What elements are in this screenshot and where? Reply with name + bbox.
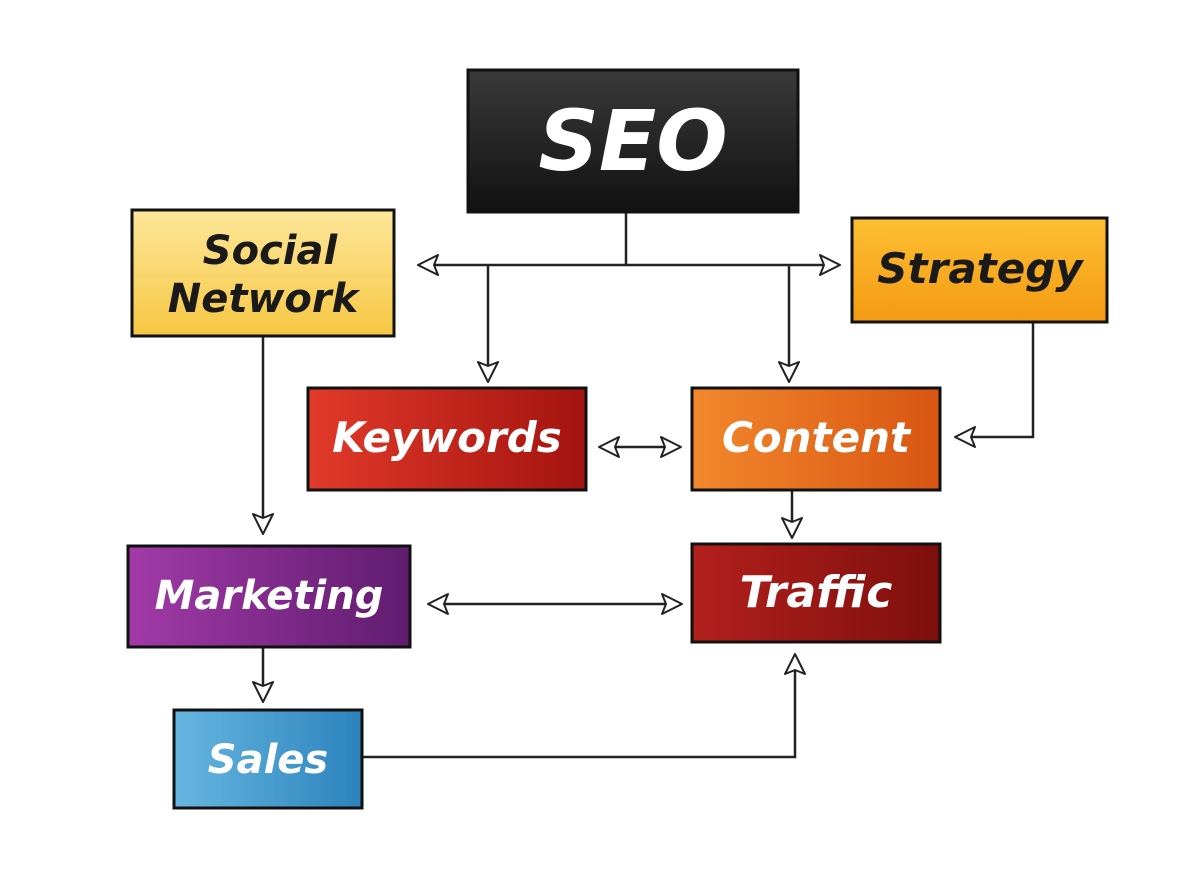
arrowhead-strategy [819,254,841,276]
node-social-network-label-line1: Social [203,228,339,274]
arrowhead-keywords [477,361,499,383]
arrowhead-content-left [660,436,682,458]
node-marketing: Marketing [126,544,412,649]
arrowhead-content-right [954,426,976,448]
node-keywords-label: Keywords [332,413,562,462]
node-seo-label: SEO [538,92,727,190]
arrowhead-sales-top [252,681,274,703]
node-traffic: Traffic [690,542,942,644]
arrowhead-keywords-right [598,436,620,458]
arrowhead-traffic-left [661,593,683,615]
sales-to-traffic-line [362,668,797,759]
arrowhead-traffic-top [781,517,803,539]
node-strategy-label: Strategy [877,244,1084,293]
node-sales-label: Sales [208,737,328,783]
node-keywords: Keywords [306,386,588,492]
node-traffic-label: Traffic [740,567,893,618]
node-social-network-label-line2: Network [168,276,361,322]
node-marketing-label: Marketing [155,573,384,619]
arrowhead-marketing-top [252,513,274,535]
strategy-to-content-line [960,320,1035,439]
arrowhead-marketing-right [427,593,449,615]
node-social-network: Social Network [130,208,396,338]
node-seo: SEO [466,68,800,214]
arrowhead-traffic-bottom [784,653,806,675]
node-strategy: Strategy [850,216,1109,324]
node-content-label: Content [722,413,912,462]
arrowhead-content-top [778,361,800,383]
arrowhead-social-network [417,254,439,276]
node-sales: Sales [172,708,364,810]
node-content: Content [690,386,942,492]
